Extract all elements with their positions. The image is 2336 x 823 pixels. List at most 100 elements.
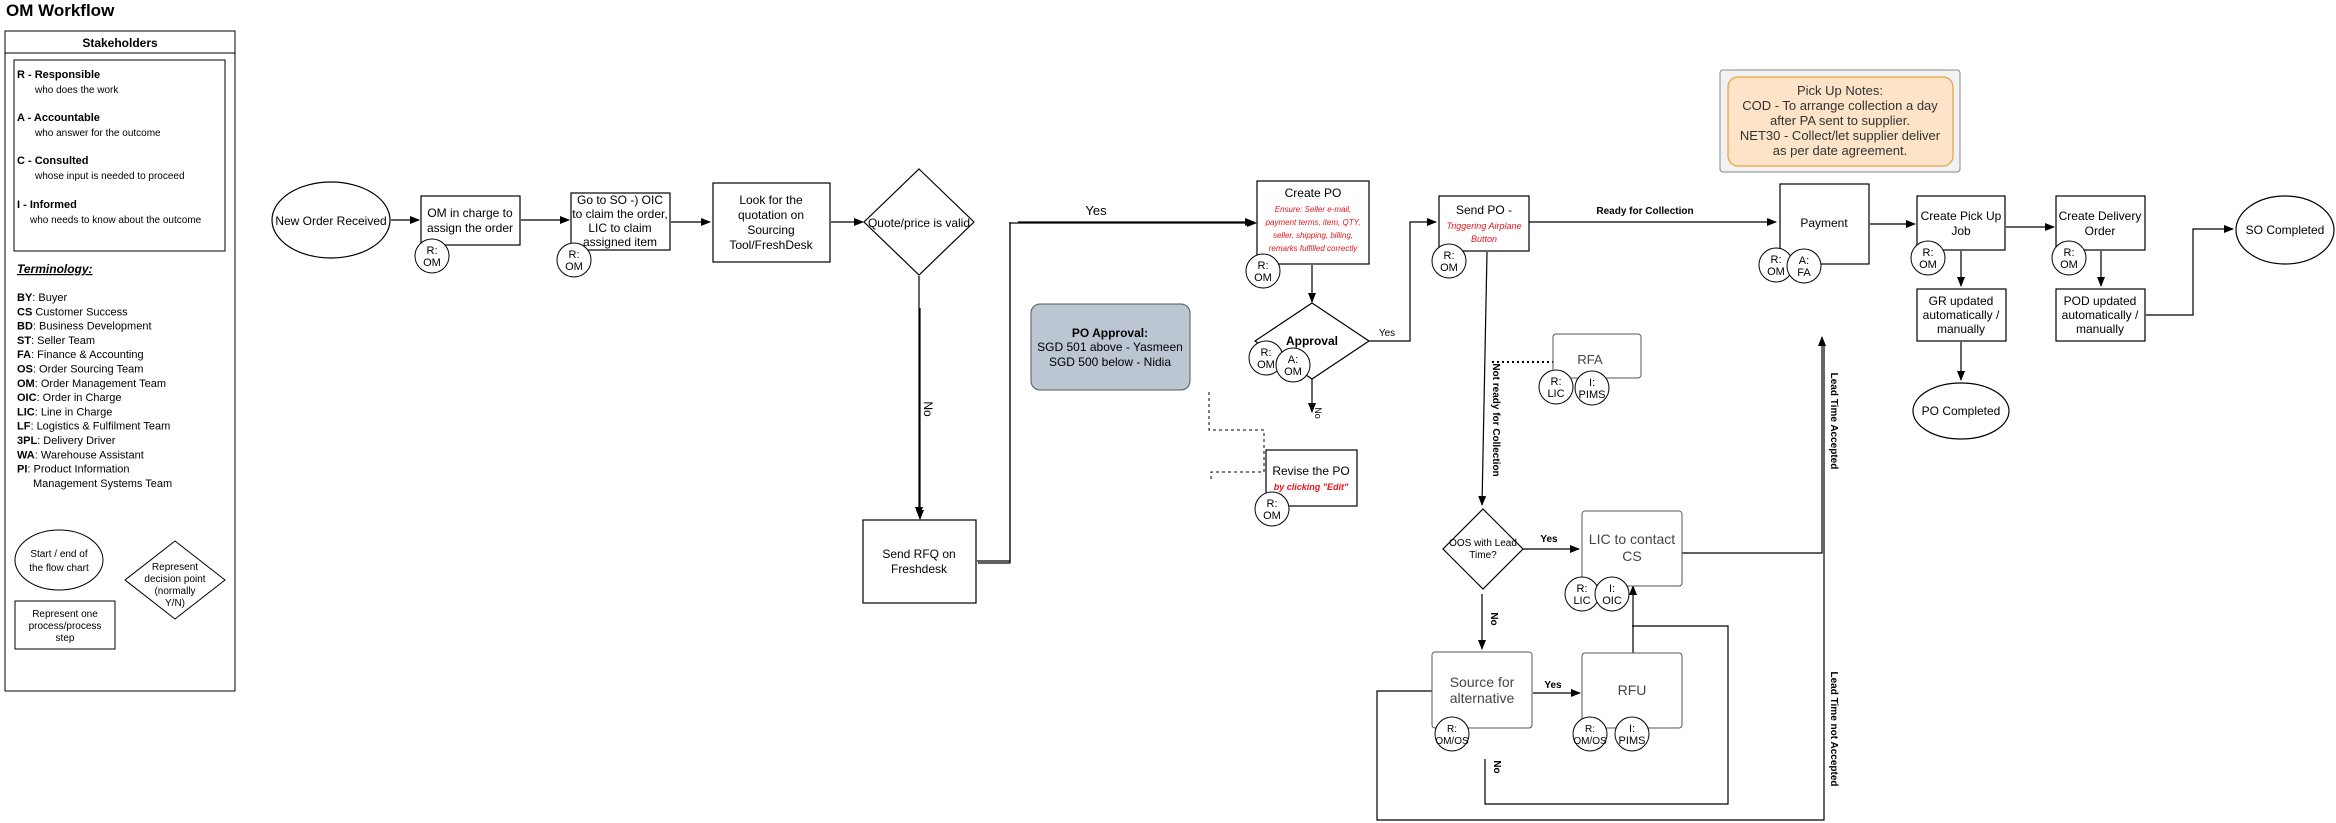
pod-updated-label: automatically / (2062, 308, 2139, 322)
send-po-note: Button (1471, 234, 1497, 244)
raci-badge: R:LIC (1538, 369, 1574, 405)
terminology-item: FA: Finance & Accounting (17, 349, 144, 361)
send-rfq-label: Freshdesk (891, 562, 948, 576)
raci-badge-text: R: (1551, 376, 1562, 388)
edge-label-no: No (921, 401, 935, 417)
raci-badge-text: R: (1585, 724, 1595, 735)
legend-process-shape (14, 600, 116, 650)
terminology-item: WA: Warehouse Assistant (17, 449, 144, 461)
raci-badge-text: R: (1267, 498, 1278, 510)
terminology-item: OS: Order Sourcing Team (17, 364, 143, 376)
revise-po-note: by clicking "Edit" (1274, 482, 1349, 492)
legend-start-end-text: Start / end of (30, 549, 87, 560)
raci-key: R - Responsible (17, 69, 100, 81)
raci-badge: R:LIC (1564, 576, 1600, 612)
go-to-so-label: LIC to claim (588, 221, 651, 235)
po-approval-line: SGD 500 below - Nidia (1049, 355, 1171, 369)
raci-badge: R:OM (1254, 491, 1290, 527)
lic-contact-label: LIC to contact (1589, 531, 1675, 547)
payment-node (1779, 183, 1870, 265)
quote-valid-decision (863, 168, 975, 276)
edge-label-no: No (1488, 612, 1499, 625)
po-completed-label: PO Completed (1922, 404, 2001, 418)
raci-badge-text: R: (1447, 724, 1457, 735)
pickup-notes-line: after PA sent to supplier. (1770, 113, 1910, 128)
raci-badge-text: LIC (1573, 595, 1590, 607)
so-completed-node (2235, 195, 2335, 265)
legend-decision-text: decision point (144, 574, 205, 585)
raci-badge-text: R: (2064, 247, 2075, 259)
create-pickup-label: Job (1951, 224, 1971, 238)
so-completed-label: SO Completed (2246, 223, 2325, 237)
edge-label-no: No (1313, 407, 1323, 419)
approval-label: Approval (1286, 334, 1338, 348)
new-order-received-node (271, 181, 391, 259)
create-po-label: Create PO (1285, 186, 1342, 200)
edge-label-yes: Yes (1540, 534, 1558, 545)
raci-badge-text: FA (1797, 267, 1811, 279)
pickup-notes-line: COD - To arrange collection a day (1742, 98, 1938, 113)
create-delivery-label: Create Delivery (2059, 209, 2142, 223)
terminology-item: PI: Product Information (17, 464, 130, 476)
raci-desc: who does the work (34, 85, 119, 96)
om-assign-label: OM in charge to (427, 206, 513, 220)
legend-process-text: step (56, 633, 75, 644)
edge-label-lead-not-accepted: Lead Time not Accepted (1828, 671, 1839, 786)
source-alternative-node (1431, 651, 1533, 729)
create-po-note: payment terms, item, QTY, (1265, 218, 1361, 227)
raci-key: A - Accountable (17, 112, 100, 124)
raci-badge: R:OM (2051, 240, 2087, 276)
terminology-item: BY: Buyer (17, 292, 67, 304)
po-approval-title: PO Approval: (1072, 326, 1148, 340)
raci-badge-text: OM (565, 261, 583, 273)
gr-updated-label: GR updated (1929, 294, 1994, 308)
raci-badge-text: I: (1589, 377, 1595, 389)
raci-badge: A:FA (1786, 248, 1822, 284)
raci-badge-text: OM/OS (1435, 736, 1469, 747)
send-po-node (1438, 195, 1530, 252)
source-alternative-label: Source for (1450, 674, 1515, 690)
raci-badge-text: R: (569, 249, 580, 261)
raci-desc: whose input is needed to proceed (34, 171, 185, 182)
rfu-label: RFU (1618, 682, 1647, 698)
legend-process-text: Represent one (32, 609, 98, 620)
look-quotation-label: Sourcing (747, 223, 794, 237)
terminology-item: OM: Order Management Team (17, 378, 166, 390)
legend-header: Stakeholders (82, 36, 158, 50)
pod-updated-node (2055, 288, 2146, 342)
look-quotation-label: Look for the (739, 193, 803, 207)
send-po-label: Send PO - (1456, 203, 1512, 217)
legend-process-text: process/process (29, 621, 102, 632)
legend-decision-text: (normally (154, 586, 195, 597)
send-rfq-label: Send RFQ on (882, 547, 955, 561)
pickup-notes-line: NET30 - Collect/let supplier deliver (1740, 128, 1941, 143)
create-po-note: remarks fulfilled correctly (1269, 244, 1358, 253)
raci-badge-text: OM (1254, 272, 1272, 284)
edge-label-yes: Yes (1544, 680, 1562, 691)
raci-badge-text: OIC (1602, 595, 1622, 607)
raci-badge-text: R: (1577, 583, 1588, 595)
raci-badge-text: OM (1919, 259, 1937, 271)
terminology-item: Management Systems Team (33, 478, 172, 490)
legend-decision-shape (124, 540, 226, 620)
po-approval-line: SGD 501 above - Yasmeen (1037, 340, 1183, 354)
lic-contact-cs-node (1581, 510, 1683, 587)
pickup-notes-line: as per date agreement. (1773, 143, 1907, 158)
raci-badge-text: OM (1257, 359, 1275, 371)
create-po-node (1256, 180, 1370, 265)
raci-badge-text: OM (2060, 259, 2078, 271)
raci-badge: R:OM (556, 242, 592, 278)
go-to-so-node (570, 192, 671, 251)
terminology-item: LIC: Line in Charge (17, 406, 112, 418)
oos-lead-time-decision (1442, 508, 1524, 590)
edge-label-ready-collection: Ready for Collection (1596, 206, 1693, 217)
raci-badge-text: OM (1284, 366, 1302, 378)
gr-updated-label: automatically / (1923, 308, 2000, 322)
edge-label-yes: Yes (1379, 328, 1395, 339)
create-delivery-label: Order (2085, 224, 2116, 238)
oos-label: OOS with Lead (1449, 538, 1517, 549)
raci-badge-text: R: (1261, 347, 1272, 359)
raci-badge-text: OM (423, 257, 441, 269)
